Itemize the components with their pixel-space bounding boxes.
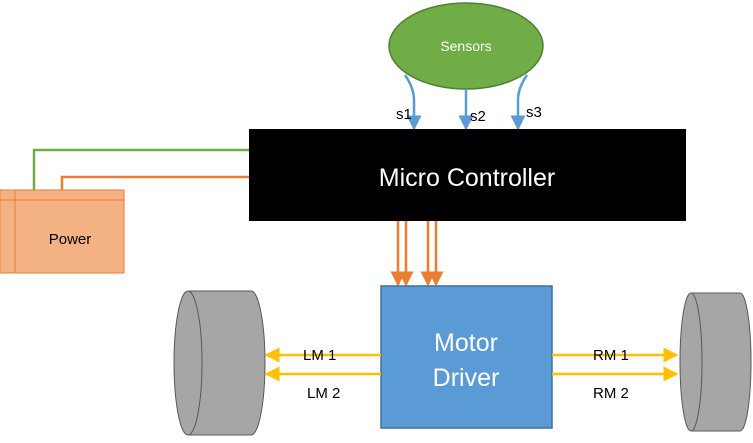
left-wheel-icon <box>173 290 266 436</box>
motor-label-lm2: LM 2 <box>307 385 340 402</box>
signal-line-s1 <box>403 74 422 131</box>
power-line-green <box>32 148 250 190</box>
signal-label-s2: s2 <box>470 108 486 125</box>
micro-controller-label: Micro Controller <box>379 164 555 192</box>
signal-label-s1: s1 <box>396 106 412 123</box>
right-wheel-icon <box>679 292 752 432</box>
motor-driver-label-line1: Motor <box>434 329 498 357</box>
signal-line-s3 <box>510 74 529 131</box>
motor-label-rm1: RM 1 <box>593 347 629 364</box>
signal-label-s3: s3 <box>526 104 542 121</box>
motor-driver-node: Motor Driver <box>380 285 553 429</box>
power-node: Power <box>0 189 125 274</box>
motor-driver-label-line2: Driver <box>433 364 500 392</box>
power-line-orange <box>60 175 250 190</box>
motor-label-lm1: LM 1 <box>303 347 336 364</box>
power-label: Power <box>49 231 92 248</box>
motor-label-rm2: RM 2 <box>593 385 629 402</box>
sensors-label: Sensors <box>440 38 491 54</box>
micro-controller-node: Micro Controller <box>249 129 686 221</box>
sensors-node: Sensors <box>388 2 544 90</box>
